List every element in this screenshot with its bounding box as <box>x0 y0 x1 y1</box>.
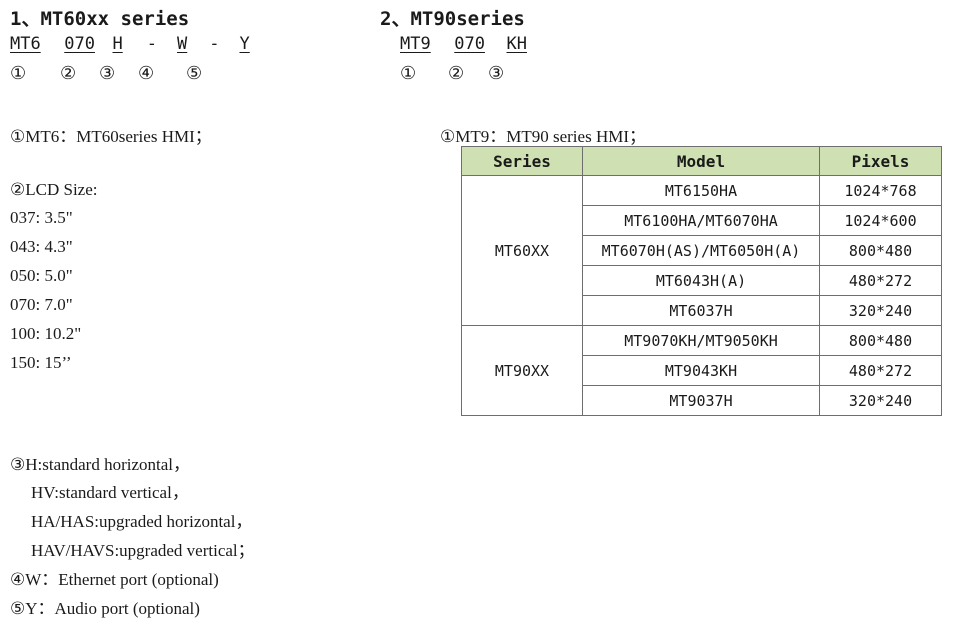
pixels-cell: 800*480 <box>819 235 942 266</box>
code-part-orientation: H <box>112 34 123 54</box>
model-cell: MT9037H <box>582 385 820 416</box>
series-cell: MT60XX <box>461 175 583 326</box>
model-cell: MT6100HA/MT6070HA <box>582 205 820 236</box>
lcd-size-item: 050: 5.0" <box>10 266 73 285</box>
ethernet-option: ④W：Ethernet port (optional) <box>10 570 219 589</box>
orientation-item: HAV/HAVS:upgraded vertical； <box>31 541 255 560</box>
code-part-size: 070 <box>64 34 95 54</box>
header-pixels: Pixels <box>819 146 942 176</box>
model-cell: MT6150HA <box>582 175 820 206</box>
code-part-series: MT9 <box>400 34 431 54</box>
pixels-cell: 480*272 <box>819 265 942 296</box>
lcd-size-item: 037: 3.5" <box>10 208 73 227</box>
pixels-cell: 1024*768 <box>819 175 942 206</box>
marker: ③ <box>488 63 505 83</box>
pixels-cell: 320*240 <box>819 295 942 326</box>
model-pixels-table: Series Model Pixels MT60XX MT6150HA 1024… <box>461 146 942 416</box>
marker: ① <box>400 63 417 83</box>
code-dash: - <box>209 34 220 54</box>
model-cell: MT9070KH/MT9050KH <box>582 325 820 356</box>
model-code-mt60: MT6 070 H - W - Y <box>10 34 252 54</box>
model-cell: MT6043H(A) <box>582 265 820 296</box>
model-cell: MT6070H(AS)/MT6050H(A) <box>582 235 820 266</box>
marker: ④ <box>138 63 155 83</box>
marker: ① <box>10 63 27 83</box>
orientation-item: HA/HAS:upgraded horizontal， <box>31 512 253 531</box>
pixels-cell: 320*240 <box>819 385 942 416</box>
header-model: Model <box>582 146 820 176</box>
section1-title: 1、MT60xx series <box>10 8 190 30</box>
pixels-cell: 480*272 <box>819 355 942 386</box>
pixels-cell: 1024*600 <box>819 205 942 236</box>
model-cell: MT9043KH <box>582 355 820 386</box>
lcd-size-item: 043: 4.3" <box>10 237 73 256</box>
lcd-size-item: 150: 15’’ <box>10 353 72 372</box>
code-part-audio: Y <box>239 34 250 54</box>
marker: ③ <box>99 63 116 83</box>
table-row: MT90XX MT9070KH/MT9050KH 800*480 <box>461 325 942 416</box>
lcd-size-item: 100: 10.2" <box>10 324 82 343</box>
orientation-item: HV:standard vertical， <box>31 483 189 502</box>
section2-title: 2、MT90series <box>380 8 525 30</box>
model-cell: MT6037H <box>582 295 820 326</box>
header-series: Series <box>461 146 583 176</box>
model-code-mt90: MT9 070 KH <box>400 34 531 54</box>
code-part-size: 070 <box>454 34 485 54</box>
code-part-series: MT6 <box>10 34 41 54</box>
table-row: MT6100HA/MT6070HA 1024*600 <box>462 205 942 236</box>
series-cell: MT90XX <box>461 325 583 416</box>
marker: ⑤ <box>186 63 203 83</box>
mt9-description: ①MT9：MT90 series HMI； <box>440 127 647 146</box>
code-part-ethernet: W <box>177 34 188 54</box>
table-header-row: Series Model Pixels <box>461 146 942 176</box>
table-row: MT6037H 320*240 <box>462 295 942 326</box>
pixels-cell: 800*480 <box>819 325 942 356</box>
table-row: MT6043H(A) 480*272 <box>462 265 942 296</box>
code-dash: - <box>146 34 157 54</box>
table-row: MT9037H 320*240 <box>462 385 942 416</box>
marker: ② <box>448 63 465 83</box>
marker: ② <box>60 63 77 83</box>
orientation-item: ③H:standard horizontal， <box>10 455 191 474</box>
audio-option: ⑤Y：Audio port (optional) <box>10 599 200 618</box>
lcd-size-item: 070: 7.0" <box>10 295 73 314</box>
lcd-size-title: ②LCD Size: <box>10 180 98 199</box>
table-row: MT60XX MT6150HA 1024*768 <box>461 175 942 326</box>
code-part-type: KH <box>506 34 527 54</box>
mt6-description: ①MT6：MT60series HMI； <box>10 127 212 146</box>
